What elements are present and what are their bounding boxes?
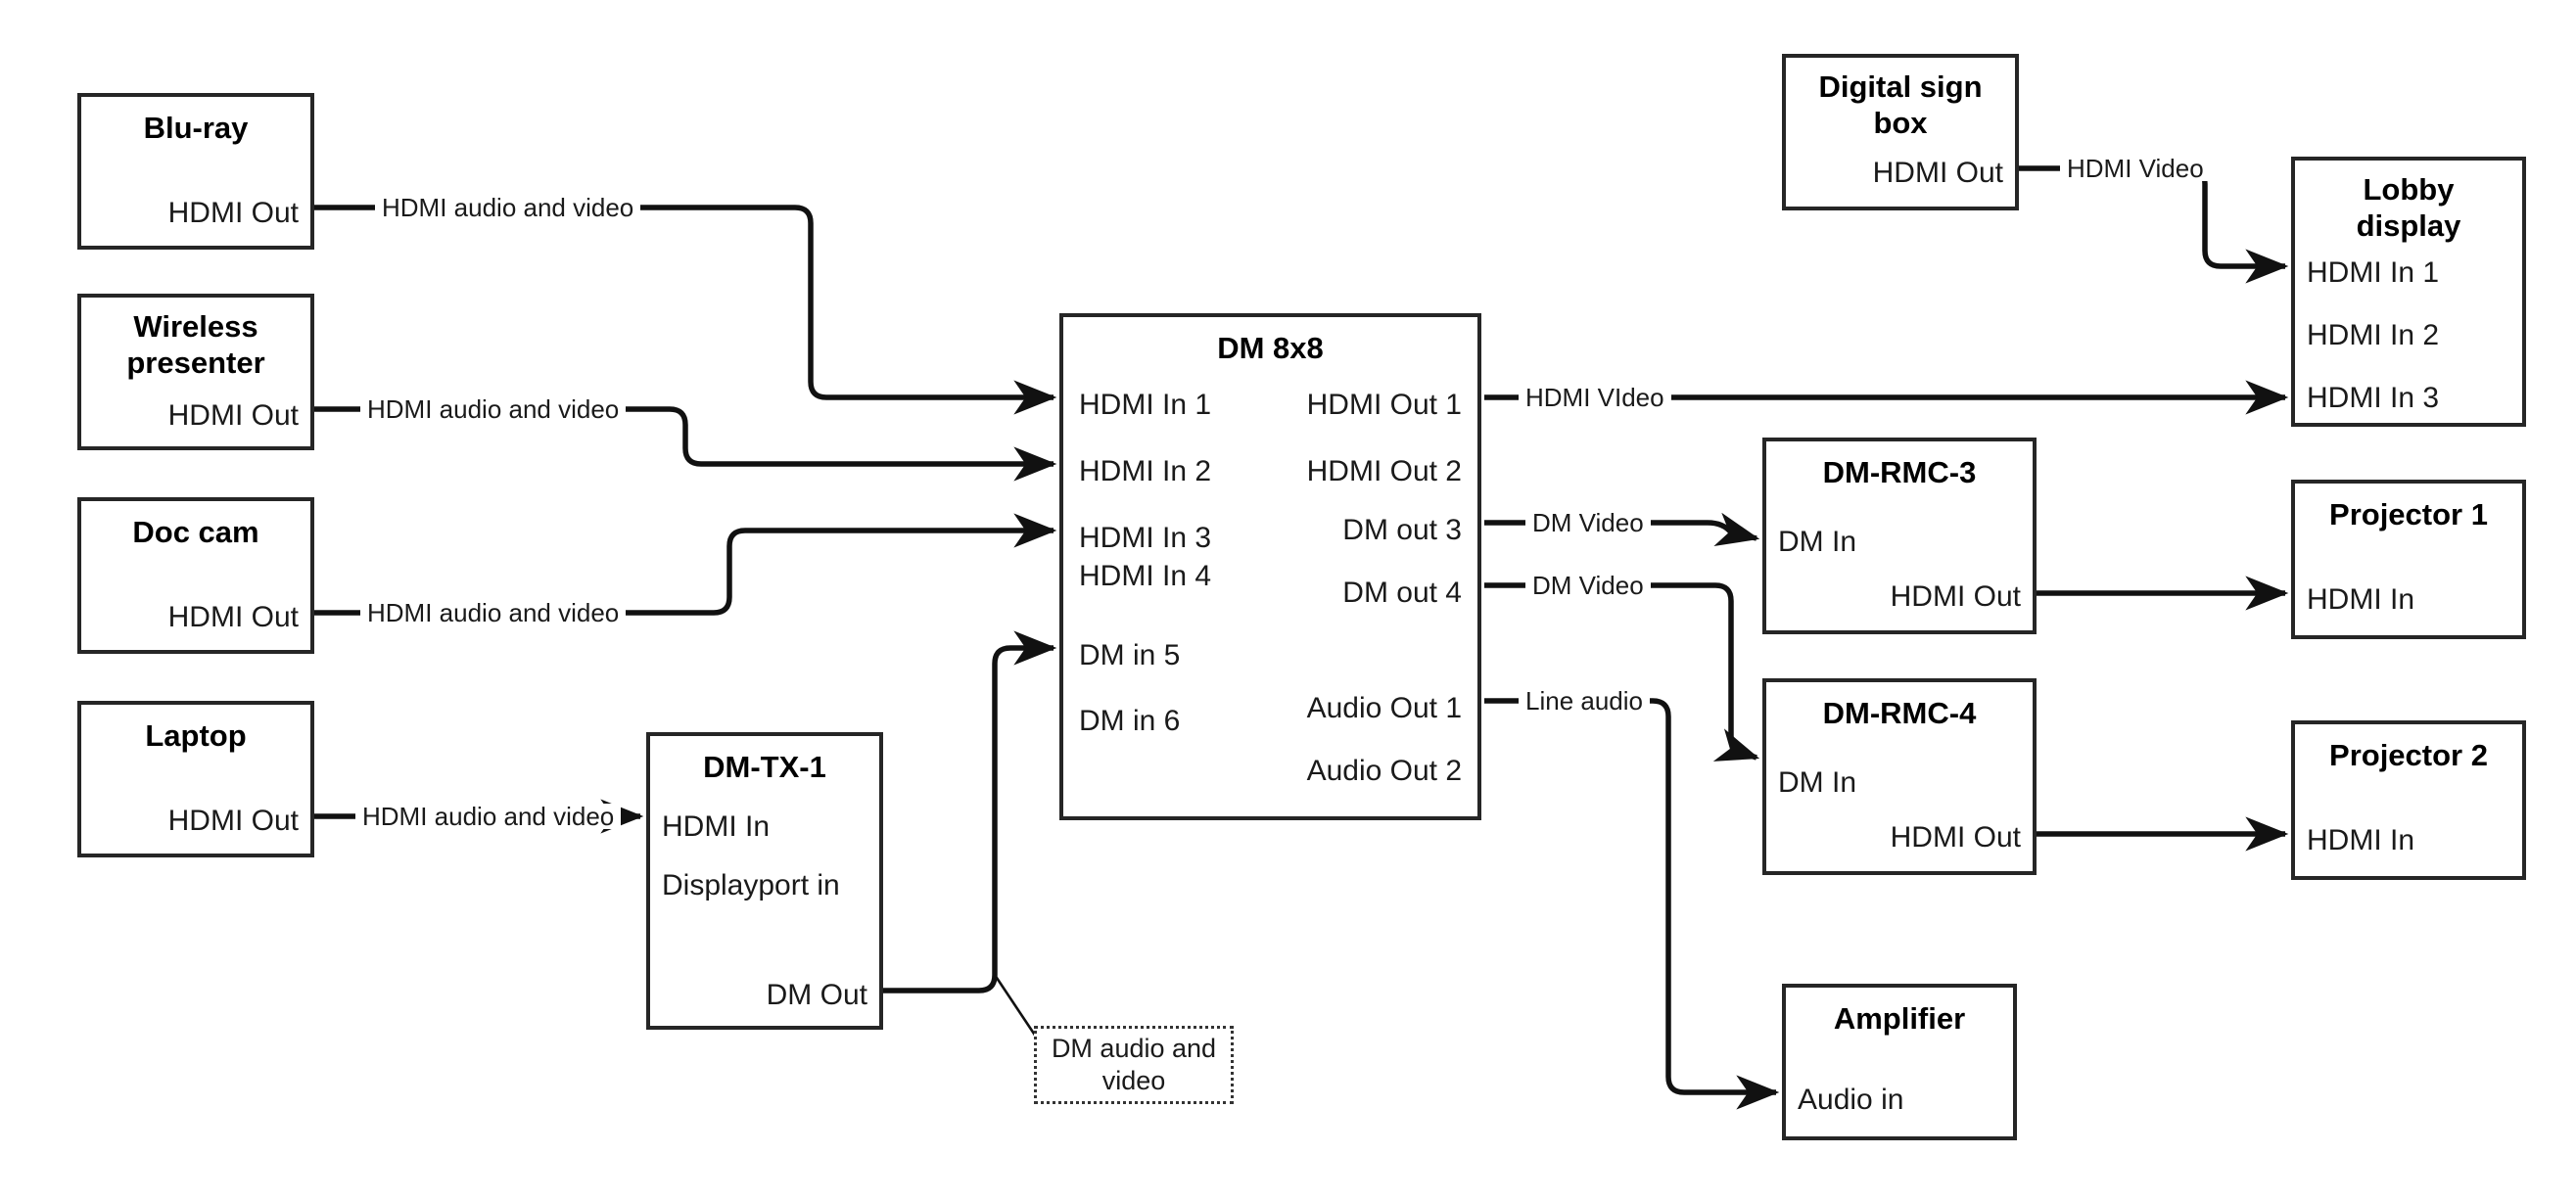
node-bluray-title: Blu-ray <box>143 111 249 145</box>
node-amplifier[interactable]: Amplifier Audio in <box>1782 984 2017 1140</box>
node-dm-8x8-output-dm-out-3[interactable]: DM out 3 <box>1342 514 1462 546</box>
node-digital-sign-box[interactable]: Digital sign box HDMI Out <box>1782 54 2019 210</box>
node-digital-sign-box-title: Digital sign box <box>1818 69 1983 140</box>
wire-label-doccam-to-in3: HDMI audio and video <box>360 600 627 625</box>
node-dm-rmc-4-port-dm-in[interactable]: DM In <box>1778 766 1857 799</box>
node-dm-rmc-4-port-hdmi-out[interactable]: HDMI Out <box>1890 821 2021 854</box>
callout-leader-line <box>993 974 1042 1043</box>
node-lobby-display[interactable]: Lobby display HDMI In 1 HDMI In 2 HDMI I… <box>2291 157 2526 427</box>
node-laptop[interactable]: Laptop HDMI Out <box>77 701 314 857</box>
node-dm-8x8-output-audio-out-1[interactable]: Audio Out 1 <box>1306 692 1462 724</box>
node-projector-1-title: Projector 1 <box>2329 497 2488 531</box>
node-wireless-presenter[interactable]: Wireless presenter HDMI Out <box>77 294 314 450</box>
node-doc-cam-title: Doc cam <box>132 515 259 549</box>
wire-tx-to-in5 <box>883 630 1057 993</box>
callout-dm-audio-video: DM audio and video <box>1034 1026 1234 1104</box>
node-digital-sign-box-port-hdmi-out[interactable]: HDMI Out <box>1872 157 2003 189</box>
node-dm-8x8[interactable]: DM 8x8 HDMI In 1 HDMI In 2 HDMI In 3 HDM… <box>1059 313 1481 820</box>
node-dm-8x8-title: DM 8x8 <box>1217 331 1324 365</box>
node-dm-tx-1-title: DM-TX-1 <box>703 750 826 784</box>
wire-label-wireless-to-in2: HDMI audio and video <box>360 396 627 422</box>
node-dm-tx-1-port-dm-out[interactable]: DM Out <box>766 979 867 1011</box>
node-dm-rmc-3-title: DM-RMC-3 <box>1822 455 1977 489</box>
callout-dm-audio-video-label: DM audio and video <box>1051 1034 1217 1095</box>
node-lobby-display-port-hdmi-in-2[interactable]: HDMI In 2 <box>2307 319 2440 351</box>
wire-wireless-to-in2 <box>314 406 1057 482</box>
node-dm-rmc-4-title: DM-RMC-4 <box>1822 696 1977 730</box>
wire-label-audio1-to-amp: Line audio <box>1519 688 1650 714</box>
node-doc-cam[interactable]: Doc cam HDMI Out <box>77 497 314 654</box>
node-projector-2-title: Projector 2 <box>2329 738 2488 772</box>
node-wireless-presenter-port-hdmi-out[interactable]: HDMI Out <box>167 399 299 432</box>
node-bluray[interactable]: Blu-ray HDMI Out <box>77 93 314 250</box>
node-dm-8x8-input-dm-in-5[interactable]: DM in 5 <box>1079 639 1181 671</box>
wire-bluray-to-in1 <box>314 205 1057 415</box>
node-projector-2[interactable]: Projector 2 HDMI In <box>2291 720 2526 880</box>
node-dm-8x8-output-hdmi-out-2[interactable]: HDMI Out 2 <box>1306 455 1462 487</box>
node-dm-tx-1[interactable]: DM-TX-1 HDMI In Displayport in DM Out <box>646 732 883 1030</box>
wire-doccam-to-in3 <box>314 513 1057 616</box>
node-lobby-display-title: Lobby display <box>2356 172 2461 243</box>
wire-sign-to-lobby1 <box>2019 165 2289 284</box>
wire-out4-to-rmc4 <box>1484 582 1760 762</box>
node-dm-tx-1-port-displayport-in[interactable]: Displayport in <box>662 869 840 901</box>
node-dm-rmc-3-port-hdmi-out[interactable]: HDMI Out <box>1890 580 2021 613</box>
node-laptop-title: Laptop <box>145 718 247 753</box>
wire-label-out4-to-rmc4: DM Video <box>1525 573 1651 598</box>
node-dm-8x8-input-hdmi-in-4[interactable]: HDMI In 4 <box>1079 560 1212 592</box>
node-amplifier-title: Amplifier <box>1833 1001 1966 1036</box>
node-dm-8x8-input-hdmi-in-3[interactable]: HDMI In 3 <box>1079 522 1212 554</box>
node-lobby-display-port-hdmi-in-3[interactable]: HDMI In 3 <box>2307 382 2440 414</box>
node-dm-8x8-output-hdmi-out-1[interactable]: HDMI Out 1 <box>1306 389 1462 421</box>
wire-out3-to-rmc3 <box>1484 512 1760 546</box>
node-wireless-presenter-title: Wireless presenter <box>126 309 265 380</box>
node-dm-8x8-input-dm-in-6[interactable]: DM in 6 <box>1079 705 1181 737</box>
wire-label-out1-to-lobby3: HDMI VIdeo <box>1519 385 1671 410</box>
node-dm-rmc-3[interactable]: DM-RMC-3 DM In HDMI Out <box>1762 438 2037 634</box>
node-doc-cam-port-hdmi-out[interactable]: HDMI Out <box>167 601 299 633</box>
node-dm-tx-1-port-hdmi-in[interactable]: HDMI In <box>662 810 771 843</box>
node-dm-8x8-output-dm-out-4[interactable]: DM out 4 <box>1342 577 1462 609</box>
node-bluray-port-hdmi-out[interactable]: HDMI Out <box>167 197 299 229</box>
wire-label-out3-to-rmc3: DM Video <box>1525 510 1651 535</box>
node-projector-2-port-hdmi-in[interactable]: HDMI In <box>2307 824 2415 856</box>
wire-label-sign-to-lobby1: HDMI Video <box>2060 156 2211 181</box>
wire-label-bluray-to-in1: HDMI audio and video <box>375 195 641 220</box>
node-amplifier-port-audio-in[interactable]: Audio in <box>1798 1084 1904 1116</box>
wire-audio1-to-amp <box>1484 698 1780 1110</box>
node-dm-8x8-input-hdmi-in-1[interactable]: HDMI In 1 <box>1079 389 1212 421</box>
node-dm-rmc-3-port-dm-in[interactable]: DM In <box>1778 526 1857 558</box>
node-dm-8x8-input-hdmi-in-2[interactable]: HDMI In 2 <box>1079 455 1212 487</box>
node-laptop-port-hdmi-out[interactable]: HDMI Out <box>167 805 299 837</box>
node-dm-8x8-output-audio-out-2[interactable]: Audio Out 2 <box>1306 755 1462 787</box>
node-projector-1-port-hdmi-in[interactable]: HDMI In <box>2307 583 2415 616</box>
node-projector-1[interactable]: Projector 1 HDMI In <box>2291 480 2526 639</box>
wire-label-laptop-to-tx: HDMI audio and video <box>355 804 622 829</box>
node-lobby-display-port-hdmi-in-1[interactable]: HDMI In 1 <box>2307 256 2440 289</box>
node-dm-rmc-4[interactable]: DM-RMC-4 DM In HDMI Out <box>1762 678 2037 875</box>
